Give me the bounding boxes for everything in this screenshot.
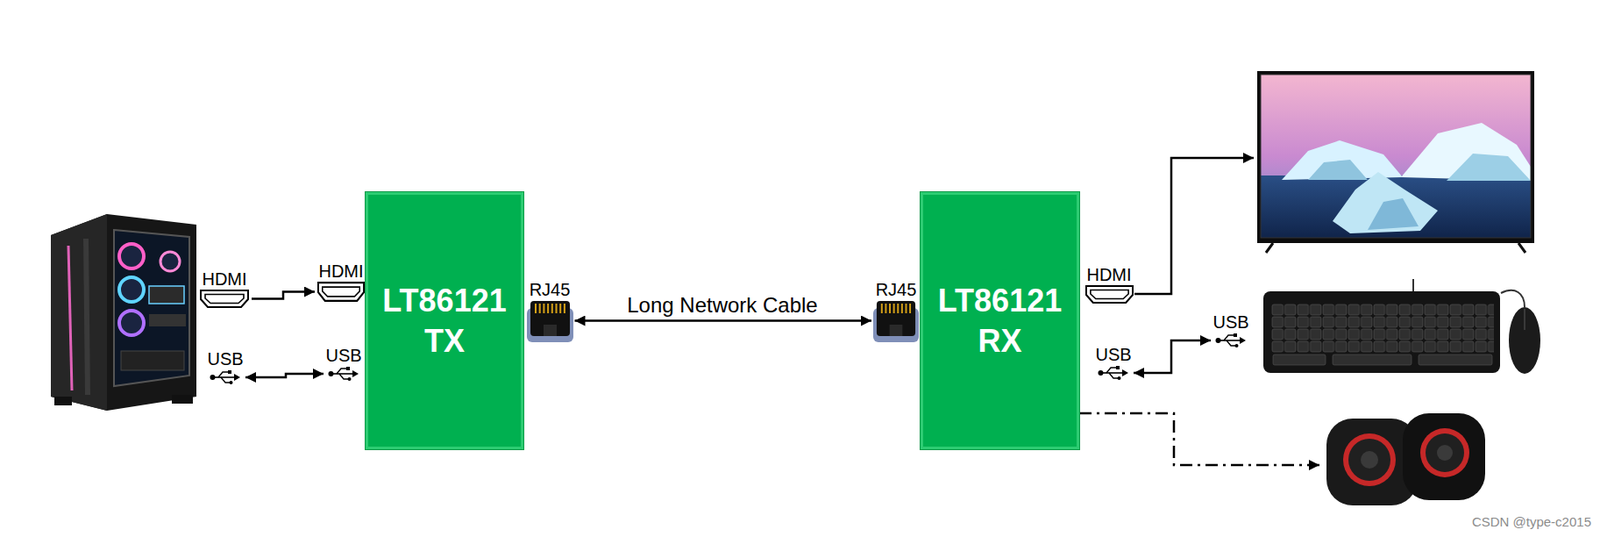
signal-wire [1134,157,1254,294]
hdmi-icon [199,288,250,309]
hdmi-icon [316,280,366,303]
port-label: HDMI [201,269,247,289]
port-label: HDMI [1086,264,1131,285]
speaker-illustration [1326,412,1486,505]
port-label: RJ45 [875,279,918,299]
rj45-icon [873,298,919,342]
connector [1133,340,1211,373]
connector [575,319,873,322]
hdmi-icon [1084,284,1135,305]
usb-port: USB [1210,312,1252,349]
mouse-illustration [1500,290,1541,374]
chip-label: LT86121 TX [382,280,506,362]
port-label: USB [325,345,362,365]
hdmi-port: HDMI [1082,264,1137,305]
connector-label: Long Network Cable [624,293,820,317]
port-label: RJ45 [529,279,571,299]
hdmi-port: HDMI [314,261,368,303]
usb-port: USB [1093,344,1134,382]
audio-wire [1079,412,1320,465]
keyboard-illustration [1263,278,1501,373]
pc-illustration [50,213,197,411]
chip-box: LT86121 RX [920,192,1080,449]
chip-box: LT86121 TX [365,192,524,449]
chip-label: LT86121 RX [938,280,1062,362]
watermark: CSDN @type-c2015 [1472,513,1592,529]
connector [251,291,315,299]
usb-port: USB [205,348,246,386]
rj45-icon [526,298,574,342]
connector [245,373,324,377]
port-label: USB [206,348,243,369]
tv-illustration [1257,71,1535,253]
rj45-port: RJ45 [871,279,921,342]
usb-icon [1097,363,1130,382]
usb-icon [327,364,360,383]
port-label: USB [1095,344,1131,364]
hdmi-port: HDMI [197,269,252,309]
port-label: HDMI [318,261,363,281]
usb-icon [209,368,242,386]
usb-icon [1215,331,1247,349]
usb-port: USB [323,345,364,383]
port-label: USB [1212,312,1249,332]
rj45-port: RJ45 [525,279,576,342]
